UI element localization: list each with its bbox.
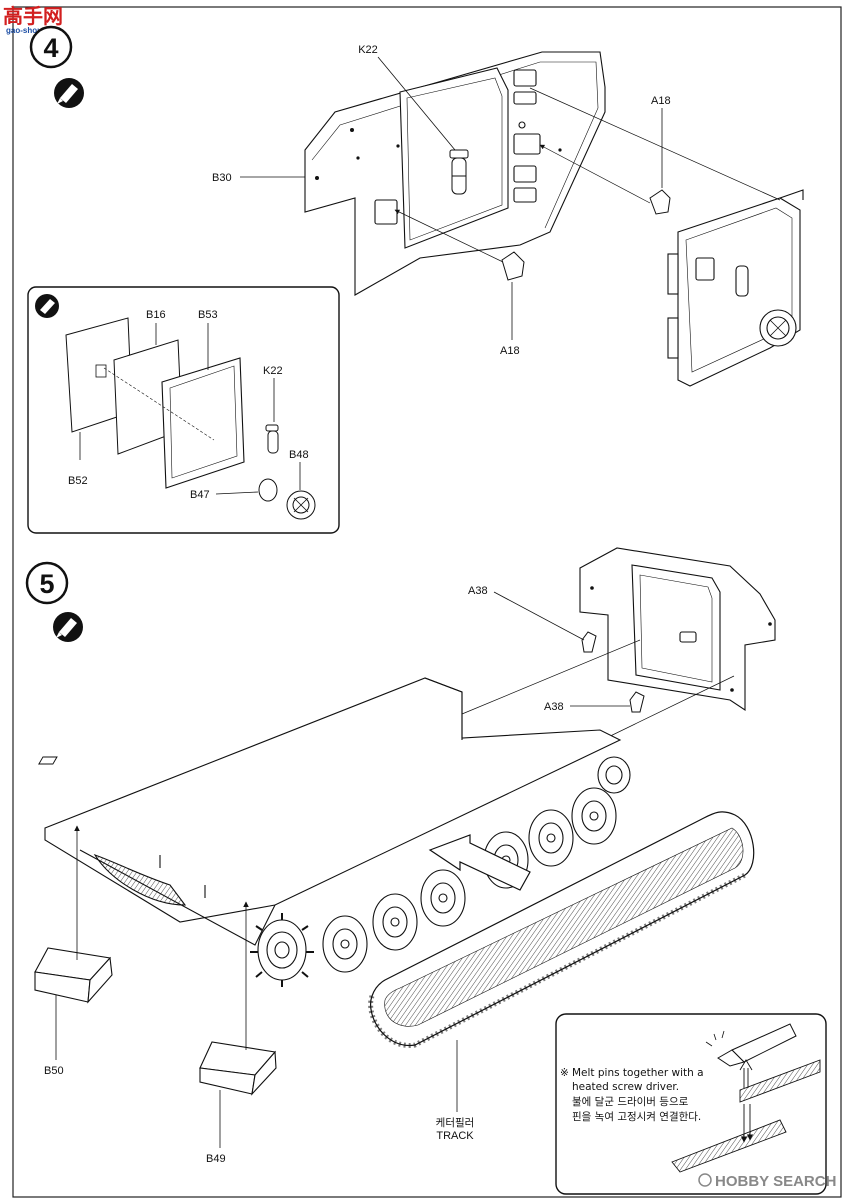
part-b53: [161, 357, 245, 489]
screwdriver-icon: [705, 1023, 797, 1067]
part-b48: [286, 490, 316, 520]
watermark-bottom-text: HOBBY SEARCH: [715, 1173, 836, 1190]
part-a38-upper: [581, 631, 597, 653]
hull-lower: [38, 677, 622, 946]
label-track: TRACK: [436, 1130, 474, 1142]
assembly-line-rear-plate-1: [461, 639, 641, 715]
note-line-2: heated screw driver.: [572, 1081, 679, 1093]
track-note-inset: ※ Melt pins together with a heated screw…: [555, 1013, 827, 1195]
label-a38-upper: A38: [468, 585, 488, 597]
note-line-4: 핀을 녹여 고정시켜 연결한다.: [572, 1111, 701, 1123]
label-b50: B50: [44, 1065, 64, 1077]
glue-icon: [54, 78, 84, 108]
assembly-line-a18-upper: [539, 144, 651, 204]
label-k22: K22: [358, 44, 378, 56]
part-k22-inset: [265, 424, 279, 454]
part-b49: [199, 1041, 277, 1096]
b52-slot: [95, 364, 107, 378]
part-a38-lower: [629, 691, 645, 713]
leader-b47: [215, 491, 259, 495]
leader-k22: [377, 56, 456, 151]
watermark-top-logo: 高手网 gao-shou.com: [3, 4, 63, 35]
label-b16: B16: [146, 309, 166, 321]
step-4-number: 4: [43, 33, 58, 63]
label-a38-lower: A38: [544, 701, 564, 713]
label-b30: B30: [212, 172, 232, 184]
direction-arrow-icon: [428, 834, 531, 891]
rear-plate: [579, 547, 776, 712]
watermark-chars: 高手网: [3, 4, 63, 28]
label-a18-upper: A18: [651, 95, 671, 107]
assembly-line-plate-top: [529, 87, 781, 201]
label-b53: B53: [198, 309, 218, 321]
step-5: 5 A38 A38: [25, 547, 827, 1195]
step-4-inset: B52 B16 B53 K22 B47 B48: [27, 286, 340, 534]
label-k22-inset: K22: [263, 365, 283, 377]
note-line-1: Melt pins together with a: [572, 1067, 704, 1079]
label-b49: B49: [206, 1153, 226, 1165]
inset-align-line: [103, 367, 215, 441]
watermark-bottom-logo: HOBBY SEARCH: [698, 1173, 836, 1190]
label-track-korean: 케터필러: [436, 1117, 475, 1129]
step-4-circle: [29, 25, 73, 69]
b53-inner: [169, 365, 238, 479]
glue-icon-inset: [35, 294, 59, 318]
track-segment-illustration: [671, 1059, 821, 1173]
label-b47: B47: [190, 489, 210, 501]
assembly-line-a18-lower: [394, 209, 504, 263]
step-4: 4: [29, 25, 804, 387]
leader-a38-upper: [493, 591, 585, 641]
part-b50: [34, 947, 113, 1004]
part-k22: [449, 149, 469, 195]
part-b47: [258, 478, 278, 502]
label-b52: B52: [68, 475, 88, 487]
road-wheels: [322, 756, 631, 973]
drive-sprocket: [250, 913, 314, 987]
label-b48: B48: [289, 449, 309, 461]
label-a18-lower: A18: [500, 345, 520, 357]
step-5-circle: [25, 561, 69, 605]
note-line-3: 불에 달군 드라이버 등으로: [572, 1096, 689, 1108]
step-5-number: 5: [39, 569, 54, 599]
glue-icon-step5: [53, 612, 83, 642]
assembled-plate-view: [667, 189, 804, 387]
track-loop: [368, 811, 755, 1048]
part-a18-lower: [501, 251, 525, 281]
watermark-url: gao-shou.com: [6, 26, 61, 35]
page-border: [12, 6, 842, 1198]
part-a18-upper: [649, 189, 671, 215]
note-bullet: ※: [560, 1067, 569, 1079]
